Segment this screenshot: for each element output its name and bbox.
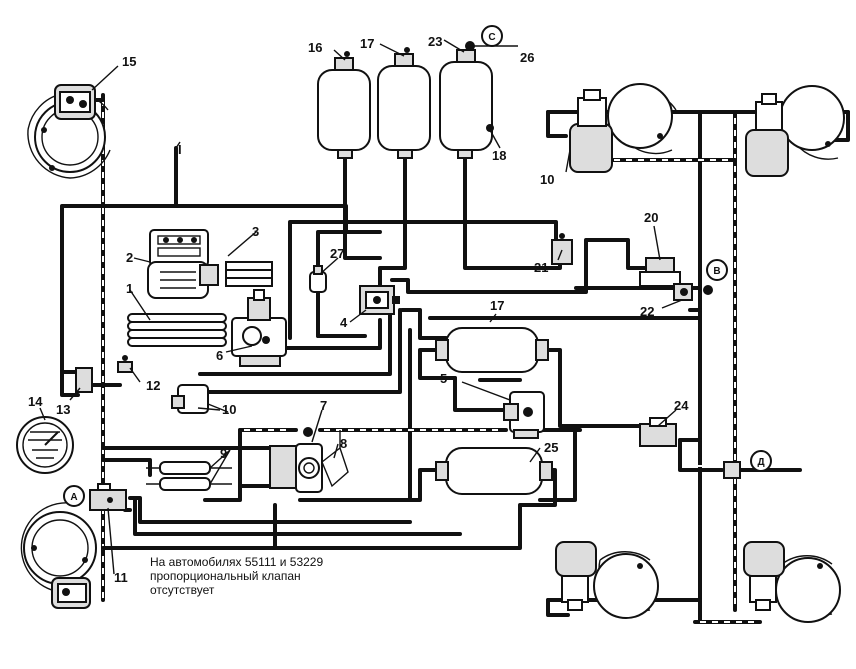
front-right-brake-mechanism — [20, 502, 97, 609]
circle-marker-d: Д — [750, 450, 772, 472]
protection-valve — [359, 285, 400, 315]
label-17-top: 17 — [360, 36, 374, 51]
valve-27 — [309, 265, 327, 293]
proportional-valve — [89, 483, 127, 511]
label-23: 23 — [428, 34, 442, 49]
rear-left-top-brake — [569, 83, 677, 173]
rear-left-bottom-brake — [555, 541, 659, 619]
pressure-gauge — [16, 416, 74, 474]
circle-marker-c: С — [481, 25, 503, 47]
circle-letter-d: Д — [757, 457, 764, 468]
label-7: 7 — [320, 398, 327, 413]
label-17-middle: 17 — [490, 298, 504, 313]
circle-letter-a: А — [70, 492, 77, 503]
label-24: 24 — [674, 398, 689, 413]
label-2: 2 — [126, 250, 133, 265]
rear-right-top-brake — [745, 85, 845, 177]
label-1: 1 — [126, 281, 133, 296]
valve-5 — [503, 391, 545, 439]
label-15: 15 — [122, 54, 136, 69]
label-22: 22 — [640, 304, 654, 319]
valve-21 — [551, 233, 573, 265]
note-line-2: пропорциональный клапан — [150, 569, 301, 583]
label-20: 20 — [644, 210, 658, 225]
label-4: 4 — [340, 315, 348, 330]
label-25: 25 — [544, 440, 558, 455]
label-3: 3 — [252, 224, 259, 239]
label-5: 5 — [440, 371, 447, 386]
label-9: 9 — [220, 446, 227, 461]
circle-letter-c: С — [488, 32, 495, 43]
label-i: I — [178, 142, 182, 157]
label-12: 12 — [146, 378, 160, 393]
pressure-sensor-12 — [117, 355, 133, 373]
front-left-brake-mechanism — [27, 84, 111, 179]
label-10-left: 10 — [222, 402, 236, 417]
label-11: 11 — [114, 570, 128, 585]
label-8: 8 — [340, 436, 347, 451]
label-13: 13 — [56, 402, 70, 417]
label-10-right: 10 — [540, 172, 554, 187]
unit-3 — [225, 261, 273, 287]
footnote: На автомобилях 55111 и 53229 пропорциона… — [150, 555, 323, 597]
junction-d — [723, 461, 741, 479]
compressor — [147, 229, 219, 299]
air-cooler — [127, 313, 227, 347]
callout-labels: 15 I 2 3 1 6 4 27 16 17 23 26 18 10 20 2… — [28, 34, 689, 585]
receiver-17-middle — [435, 327, 549, 373]
brake-valve-9 — [146, 461, 232, 491]
receiver-23 — [439, 41, 494, 159]
label-16: 16 — [308, 40, 322, 55]
receiver-17-top — [377, 47, 431, 159]
label-6: 6 — [216, 348, 223, 363]
antifreeze-pump — [171, 384, 229, 414]
circle-letter-b: В — [713, 266, 720, 277]
circle-marker-a: А — [63, 485, 85, 507]
valve-20 — [639, 257, 681, 287]
valve-24 — [639, 417, 677, 447]
note-line-3: отсутствует — [150, 583, 215, 597]
circle-marker-b: В — [706, 259, 728, 281]
receiver-25 — [435, 447, 553, 495]
control-lamp-switch — [75, 367, 93, 393]
pressure-regulator — [231, 289, 287, 367]
label-26: 26 — [520, 50, 534, 65]
leader-lines — [39, 39, 683, 575]
label-21: 21 — [534, 260, 548, 275]
rear-right-bottom-brake — [743, 541, 841, 623]
receiver-16 — [317, 51, 371, 159]
valve-22 — [673, 283, 713, 301]
label-18: 18 — [492, 148, 506, 163]
label-14: 14 — [28, 394, 43, 409]
brake-valve — [269, 427, 349, 493]
label-27: 27 — [330, 246, 344, 261]
note-line-1: На автомобилях 55111 и 53229 — [150, 555, 323, 569]
